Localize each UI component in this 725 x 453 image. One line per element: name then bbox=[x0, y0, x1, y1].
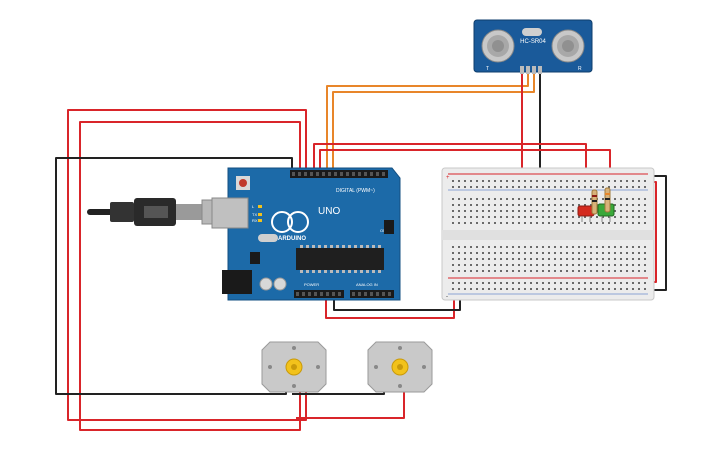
arduino-logo-text: ARDUINO bbox=[278, 236, 306, 242]
wire-red-motor1b[interactable] bbox=[79, 121, 301, 431]
wire-orange-echo[interactable] bbox=[332, 74, 535, 176]
atmega-chip bbox=[296, 248, 384, 270]
dc-motor-1[interactable] bbox=[261, 341, 327, 393]
rx-label: RX bbox=[252, 218, 258, 223]
sensor-r-mark: R bbox=[578, 66, 582, 72]
usb-cable[interactable] bbox=[87, 198, 233, 226]
breadboard-holes bbox=[452, 180, 646, 290]
breadboard[interactable]: + - bbox=[441, 167, 655, 301]
arduino-power-jack bbox=[222, 270, 252, 294]
power-label: POWER bbox=[304, 282, 319, 287]
breadboard-minus-mark: - bbox=[446, 294, 448, 300]
wire-orange-trig[interactable] bbox=[326, 74, 529, 176]
sensor-pins bbox=[520, 66, 542, 74]
resistor-1[interactable] bbox=[591, 189, 598, 215]
arduino-uno-board[interactable]: DIGITAL (PWM~) ARDUINO UNO L TX RX ON PO… bbox=[211, 167, 401, 301]
wire-black-gnd-power[interactable] bbox=[333, 294, 461, 311]
capacitor-1 bbox=[259, 277, 273, 291]
wire-red-motor2[interactable] bbox=[296, 388, 405, 419]
digital-label: DIGITAL (PWM~) bbox=[336, 188, 375, 194]
tx-label: TX bbox=[252, 212, 257, 217]
wire-red-motor1[interactable] bbox=[67, 109, 307, 421]
resistor-2[interactable] bbox=[604, 187, 611, 213]
on-label: ON bbox=[380, 228, 386, 233]
digital-header bbox=[290, 170, 388, 178]
analog-label: ANALOG IN bbox=[356, 282, 378, 287]
ultrasonic-sensor[interactable]: HC-SR04 T R bbox=[473, 19, 593, 74]
crystal bbox=[258, 234, 278, 242]
dc-motor-2[interactable] bbox=[367, 341, 433, 393]
arduino-usb-port bbox=[211, 197, 249, 229]
arduino-model-text: UNO bbox=[318, 206, 340, 217]
breadboard-plus-mark: + bbox=[446, 175, 450, 181]
wire-red-5v[interactable] bbox=[325, 288, 455, 319]
sensor-model-label: HC-SR04 bbox=[520, 39, 546, 45]
power-header bbox=[294, 290, 344, 298]
sensor-t-mark: T bbox=[486, 66, 489, 72]
capacitor-2 bbox=[273, 277, 287, 291]
wire-black-motor1[interactable] bbox=[55, 157, 293, 395]
l-label: L bbox=[252, 204, 255, 209]
